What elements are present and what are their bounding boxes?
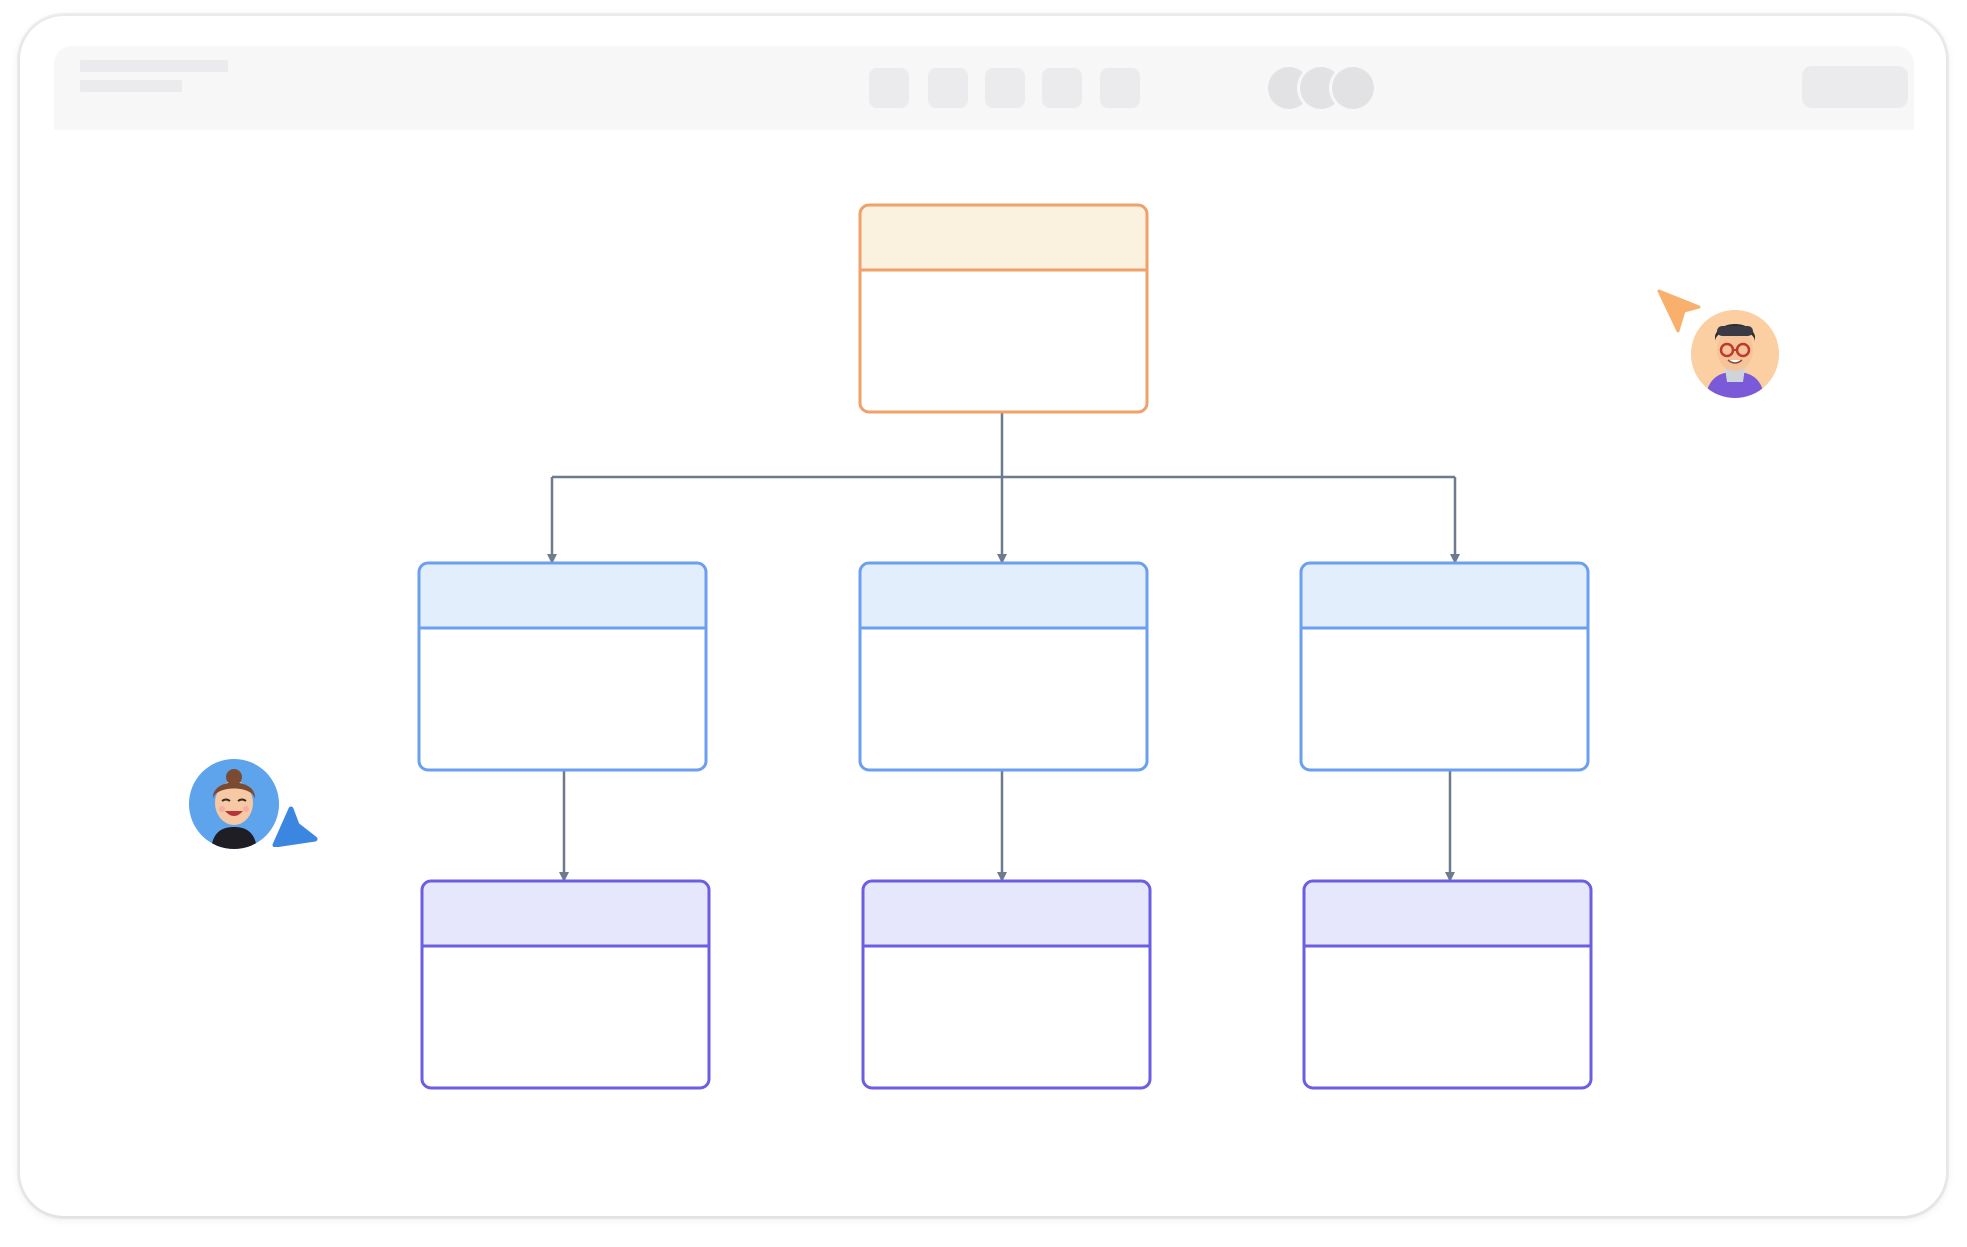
node-border bbox=[420, 879, 711, 1090]
node-border bbox=[861, 879, 1152, 1090]
node-border bbox=[858, 561, 1149, 772]
document-subtitle-placeholder bbox=[80, 80, 182, 92]
share-button[interactable] bbox=[1802, 66, 1908, 108]
collaborator-cursor-orange bbox=[1657, 289, 1701, 333]
node-header bbox=[1304, 881, 1591, 946]
collaborator-cursor-blue bbox=[272, 806, 318, 847]
person-glasses-icon bbox=[1691, 310, 1779, 398]
node-border bbox=[858, 203, 1149, 414]
toolbar-tool-button[interactable] bbox=[1100, 68, 1140, 108]
toolbar bbox=[54, 46, 1914, 130]
collaborator-presence-avatar[interactable] bbox=[1332, 67, 1374, 109]
node-header bbox=[1301, 563, 1588, 628]
diagram-node-child-right[interactable] bbox=[1299, 561, 1590, 772]
diagram-node-child-left[interactable] bbox=[417, 561, 708, 772]
nodes bbox=[417, 203, 1593, 1090]
person-smiling-icon bbox=[189, 759, 279, 849]
diagram-node-root[interactable] bbox=[858, 203, 1149, 414]
toolbar-tool-button[interactable] bbox=[985, 68, 1025, 108]
node-border bbox=[417, 561, 708, 772]
node-header bbox=[860, 563, 1147, 628]
node-header bbox=[863, 881, 1150, 946]
node-header bbox=[422, 881, 709, 946]
toolbar-tool-button[interactable] bbox=[928, 68, 968, 108]
collaborator-avatar-smiling[interactable] bbox=[189, 759, 279, 849]
document-title-placeholder[interactable] bbox=[80, 60, 228, 72]
node-border bbox=[1299, 561, 1590, 772]
diagram-node-grandchild-right[interactable] bbox=[1302, 879, 1593, 1090]
toolbar-tool-button[interactable] bbox=[869, 68, 909, 108]
node-header bbox=[419, 563, 706, 628]
node-header bbox=[860, 205, 1147, 270]
toolbar-tool-button[interactable] bbox=[1042, 68, 1082, 108]
diagram-node-grandchild-left[interactable] bbox=[420, 879, 711, 1090]
connectors bbox=[547, 412, 1460, 882]
node-border bbox=[1302, 879, 1593, 1090]
diagram-node-grandchild-center[interactable] bbox=[861, 879, 1152, 1090]
collaborator-avatar-glasses[interactable] bbox=[1691, 310, 1779, 398]
diagram-node-child-center[interactable] bbox=[858, 561, 1149, 772]
